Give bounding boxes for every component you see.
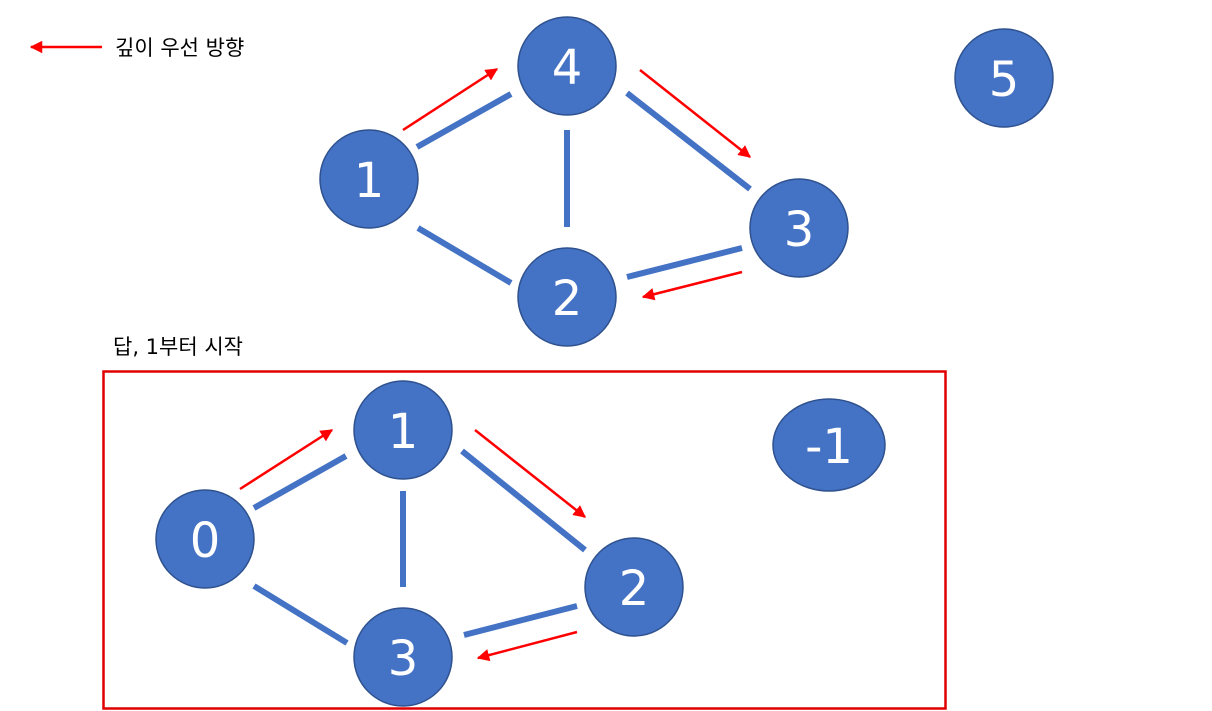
legend: 깊이 우선 방향 bbox=[29, 36, 244, 60]
answer-node-circle bbox=[772, 398, 886, 492]
answer-node-3: 3 bbox=[353, 607, 453, 707]
answer-node-1: 1 bbox=[353, 380, 453, 480]
top-node-label: 5 bbox=[989, 52, 1020, 108]
answer-node-circle bbox=[353, 380, 453, 480]
answer-node-label: 0 bbox=[190, 513, 221, 569]
answer-node-label: -1 bbox=[805, 419, 853, 475]
answer-edge-1-2 bbox=[460, 448, 587, 553]
top-edge-2-3 bbox=[626, 245, 743, 280]
top-graph-edges bbox=[415, 90, 752, 286]
answer-edge-3-2 bbox=[463, 603, 578, 638]
top-node-1: 1 bbox=[319, 129, 419, 229]
answer-box bbox=[102, 370, 947, 710]
top-node-circle bbox=[954, 28, 1054, 128]
answer-dfs-arrow-0-1 bbox=[239, 428, 334, 491]
answer-node-circle bbox=[353, 607, 453, 707]
top-dfs-arrow-3-2 bbox=[641, 270, 743, 301]
answer-node-2: 2 bbox=[584, 537, 684, 637]
legend-label: 깊이 우선 방향 bbox=[115, 36, 244, 60]
top-node-2: 2 bbox=[517, 247, 617, 347]
top-node-circle bbox=[517, 247, 617, 347]
answer-node-circle bbox=[155, 489, 255, 589]
answer-graph-nodes: 0 1 2 3 -1 bbox=[155, 380, 886, 707]
top-node-circle bbox=[319, 129, 419, 229]
answer-edge-0-1 bbox=[252, 453, 348, 511]
answer-graph-edges bbox=[252, 448, 587, 646]
answer-dfs-arrow-2-3 bbox=[476, 630, 578, 662]
top-graph-nodes: 1 4 3 2 5 bbox=[319, 16, 1054, 347]
top-node-label: 4 bbox=[552, 40, 583, 96]
answer-dfs-arrow-1-2 bbox=[474, 429, 586, 518]
answer-node-neg1: -1 bbox=[772, 398, 886, 492]
top-node-circle bbox=[517, 16, 617, 116]
top-node-circle bbox=[749, 178, 849, 278]
top-node-3: 3 bbox=[749, 178, 849, 278]
answer-node-label: 3 bbox=[388, 631, 419, 687]
top-edge-1-2 bbox=[416, 225, 513, 286]
top-edge-1-4 bbox=[415, 91, 513, 150]
top-dfs-arrow-4-3 bbox=[639, 69, 751, 158]
top-edge-4-3 bbox=[625, 90, 752, 192]
top-node-label: 2 bbox=[552, 271, 583, 327]
answer-caption: 답, 1부터 시작 bbox=[113, 335, 243, 359]
top-node-label: 3 bbox=[784, 202, 815, 258]
answer-node-label: 2 bbox=[619, 561, 650, 617]
answer-node-circle bbox=[584, 537, 684, 637]
top-node-label: 1 bbox=[354, 153, 385, 209]
answer-graph-dfs-arrows bbox=[239, 428, 586, 662]
top-node-5: 5 bbox=[954, 28, 1054, 128]
answer-node-0: 0 bbox=[155, 489, 255, 589]
top-graph-dfs-arrows bbox=[402, 67, 751, 301]
answer-edge-0-3 bbox=[252, 583, 349, 646]
answer-node-label: 1 bbox=[388, 404, 419, 460]
top-node-4: 4 bbox=[517, 16, 617, 116]
top-dfs-arrow-1-4 bbox=[402, 67, 499, 132]
